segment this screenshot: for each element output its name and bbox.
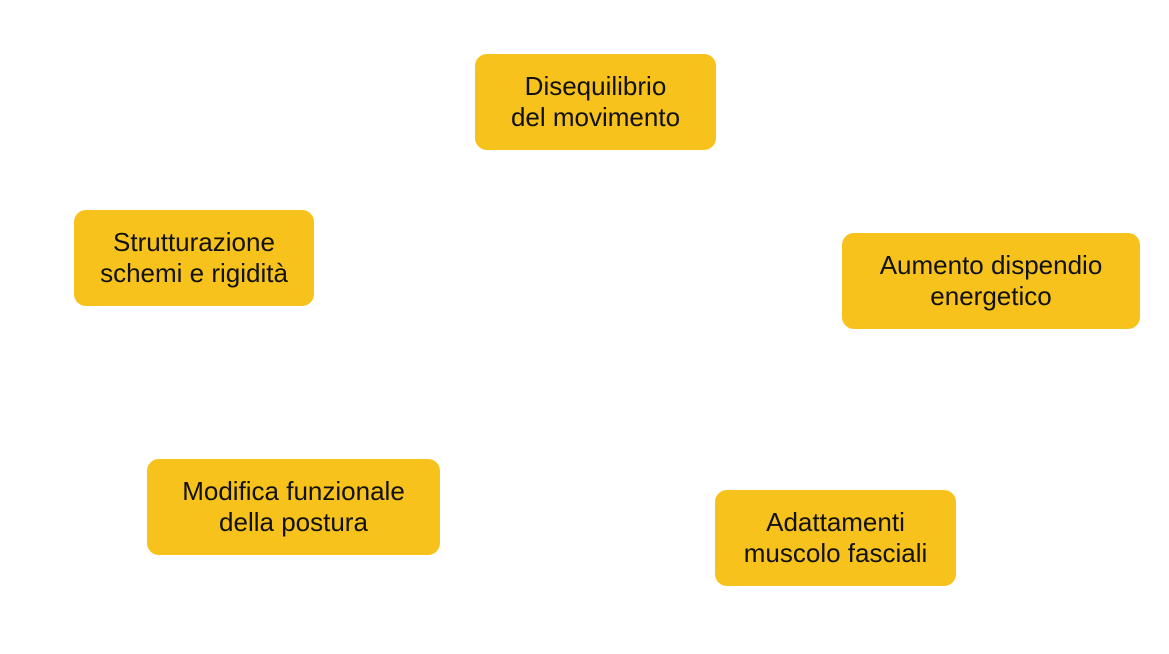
node-label-modifica: Modifica funzionale della postura: [182, 476, 405, 537]
node-strutturazione: Strutturazione schemi e rigidità: [74, 210, 314, 306]
node-modifica: Modifica funzionale della postura: [147, 459, 440, 555]
node-disequilibrio: Disequilibrio del movimento: [475, 54, 716, 150]
node-label-strutturazione: Strutturazione schemi e rigidità: [100, 227, 288, 288]
node-dispendio: Aumento dispendio energetico: [842, 233, 1140, 329]
node-label-adattamenti: Adattamenti muscolo fasciali: [743, 507, 928, 568]
node-label-dispendio: Aumento dispendio energetico: [879, 250, 1103, 311]
node-label-disequilibrio: Disequilibrio del movimento: [510, 71, 681, 132]
node-adattamenti: Adattamenti muscolo fasciali: [715, 490, 956, 586]
